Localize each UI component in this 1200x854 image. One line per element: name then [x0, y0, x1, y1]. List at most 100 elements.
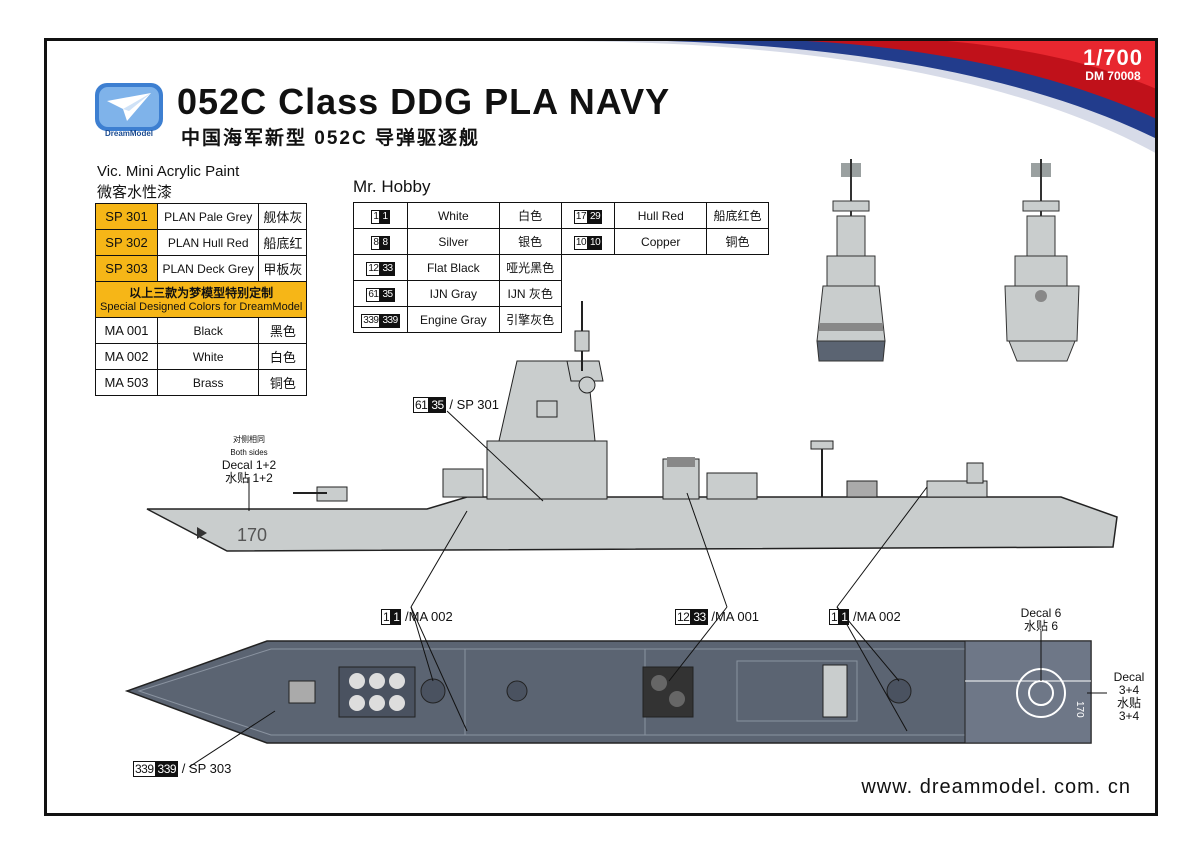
chip-code-b: 33 [380, 261, 395, 276]
paint-name-cn: 舰体灰 [258, 203, 308, 230]
chip-code-b: 35 [429, 397, 446, 413]
chip-code-a: 61 [366, 287, 381, 302]
decal-note-cn: 对侧相同 [233, 435, 265, 444]
decal-label-cn: 水贴 [1116, 696, 1141, 710]
chip-code-b: 10 [588, 235, 603, 250]
decal-label: Decal 1+2 [221, 458, 277, 472]
side-profile [146, 301, 1118, 552]
decal-6-callout: Decal 6 水贴 6 [1005, 607, 1077, 633]
mr-hobby-heading: Mr. Hobby [353, 177, 431, 196]
table-row: 以上三款为梦模型特别定制 Special Designed Colors for… [94, 281, 308, 318]
website-link[interactable]: www. dreammodel. com. cn [861, 776, 1131, 798]
decal-label: 3+4 [1118, 709, 1140, 723]
paint-name-cn: IJN 灰色 [498, 280, 562, 307]
chip-code-a: 8 [371, 235, 381, 250]
deck-number: 170 [1074, 701, 1085, 718]
table-row: MA 503 Brass 铜色 [95, 369, 308, 396]
vic-paint-heading: Vic. Mini Acrylic Paint [97, 163, 240, 180]
paint-name-cn: 甲板灰 [258, 255, 308, 282]
paint-name: Flat Black [406, 254, 500, 281]
callout-text: / SP 301 [449, 397, 499, 412]
paint-name: PLAN Deck Grey [156, 255, 260, 282]
callout-text: /MA 002 [405, 609, 453, 624]
page-title: 052C Class DDG PLA NAVY [177, 81, 671, 122]
special-colors-note: 以上三款为梦模型特别定制 Special Designed Colors for… [94, 281, 308, 318]
chip-code-a: 12 [366, 261, 381, 276]
paint-code: MA 503 [95, 369, 158, 396]
paint-name-cn: 引擎灰色 [498, 306, 562, 333]
decal-label: Decal [1113, 670, 1145, 684]
paint-name-cn: 哑光黑色 [498, 254, 562, 281]
table-row: MA 001 Black 黑色 [95, 317, 308, 344]
chip-code-b: 1 [839, 609, 850, 625]
chip-code-a: 10 [573, 235, 589, 250]
scale-badge: 1/700 DM 70008 [1083, 45, 1143, 83]
special-note-cn: 以上三款为梦模型特别定制 [129, 285, 274, 300]
scale-text: 1/700 [1082, 45, 1143, 70]
chip-code-a: 61 [413, 397, 430, 413]
paint-name-cn: 银色 [498, 228, 562, 255]
table-row: SP 301 PLAN Pale Grey 舰体灰 [95, 203, 308, 230]
vic-paint-table: SP 301 PLAN Pale Grey 舰体灰 SP 302 PLAN Hu… [94, 203, 308, 396]
paint-name: White [156, 343, 260, 370]
paint-code: SP 301 [95, 203, 158, 230]
chip-code-b: 35 [380, 287, 395, 302]
paint-code: SP 303 [95, 255, 158, 282]
chip-code-b: 33 [691, 609, 708, 625]
callout-text: / SP 303 [181, 761, 232, 776]
chip-code-a: 1 [371, 209, 381, 224]
decal-label-cn: 水贴 6 [1023, 619, 1058, 633]
chip-code-a: 339 [133, 761, 156, 777]
bow-view [816, 159, 886, 362]
hull-number: 170 [237, 525, 267, 545]
ship-artwork: 170 170 [124, 159, 1118, 768]
chip-code-b: 1 [380, 209, 390, 224]
chip-code-a: 1 [829, 609, 840, 625]
decal-label: 3+4 [1118, 683, 1140, 697]
decal-label-cn: 水贴 1+2 [225, 471, 273, 485]
decal-note-en: Both sides [230, 448, 268, 457]
chip-code-b: 29 [588, 209, 603, 224]
paint-name: Silver [406, 228, 500, 255]
paint-name: Engine Gray [406, 306, 500, 333]
table-row: MA 002 White 白色 [95, 343, 308, 370]
paint-name: Hull Red [614, 202, 708, 229]
paper-plane-icon [95, 83, 163, 131]
chip-code-a: 1 [381, 609, 392, 625]
paint-name-cn: 铜色 [706, 228, 769, 255]
header-banner [567, 41, 1155, 153]
table-row: SP 303 PLAN Deck Grey 甲板灰 [95, 255, 308, 282]
deck-plan [124, 640, 1092, 744]
callout-text: /MA 001 [711, 609, 760, 624]
paint-name-cn: 白色 [258, 343, 308, 370]
vic-paint-heading-cn: 微客水性漆 [97, 184, 173, 201]
decal-1-2-callout: 对侧相同 Both sides Decal 1+2 水贴 1+2 [207, 433, 291, 485]
callout-text: /MA 002 [853, 609, 901, 624]
paint-name-cn: 船底红 [258, 229, 308, 256]
chip-code-b: 8 [380, 235, 390, 250]
decal-3-4-callout: Decal 3+4 水贴 3+4 [1105, 671, 1153, 723]
chip-code-b: 1 [391, 609, 402, 625]
logo-text: DreamModel [104, 129, 153, 138]
special-note-en: Special Designed Colors for DreamModel [100, 300, 303, 313]
paint-name: Copper [614, 228, 708, 255]
instruction-sheet: 1/700 DM 70008 DreamModel 052C Class DDG… [44, 38, 1158, 816]
page-subtitle: 中国海军新型 052C 导弹驱逐舰 [181, 128, 480, 149]
chip-code-a: 12 [675, 609, 692, 625]
paint-name: IJN Gray [406, 280, 500, 307]
paint-code: SP 302 [95, 229, 158, 256]
